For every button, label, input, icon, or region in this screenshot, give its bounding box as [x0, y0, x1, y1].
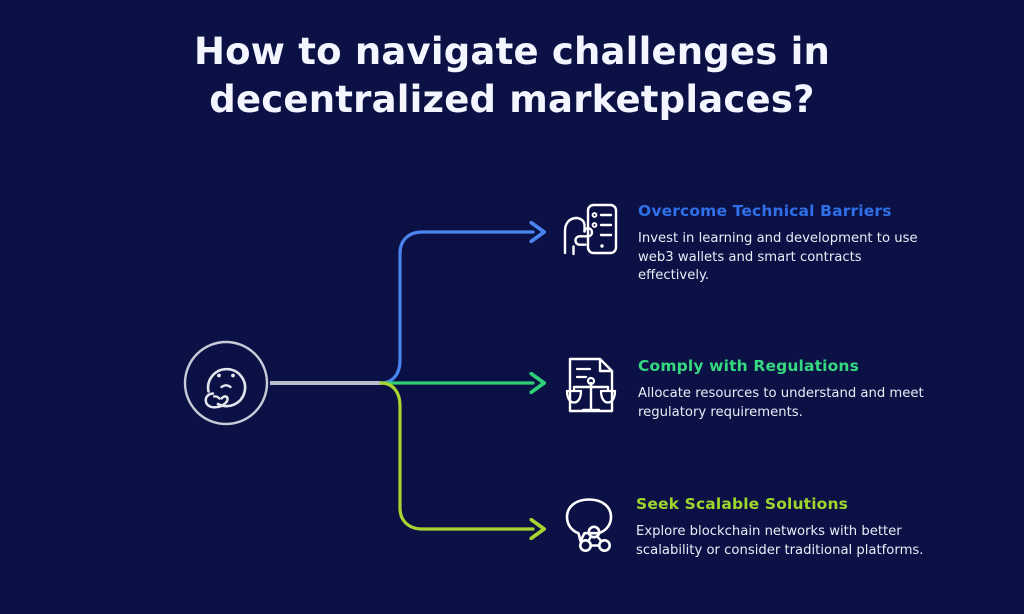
- thinking-face-in-circle-icon: [183, 340, 269, 426]
- branch-comply-with-regulations[interactable]: Comply with Regulations Allocate resourc…: [562, 355, 934, 422]
- page-title: How to navigate challenges in decentrali…: [193, 30, 830, 121]
- branch-icon-wrapper: [562, 200, 620, 262]
- branch-description: Allocate resources to understand and mee…: [638, 386, 924, 420]
- hub-node: [183, 340, 269, 426]
- speech-bubble-network-share-icon: [565, 498, 613, 552]
- branch-overcome-technical-barriers[interactable]: Overcome Technical Barriers Invest in le…: [562, 200, 934, 286]
- branch-description: Explore blockchain networks with better …: [636, 524, 924, 558]
- branch-icon-wrapper: [562, 355, 620, 417]
- branch-body: Comply with Regulations Allocate resourc…: [638, 355, 934, 422]
- branch-body: Overcome Technical Barriers Invest in le…: [638, 200, 934, 286]
- branch-heading: Comply with Regulations: [638, 357, 859, 375]
- branch-description: Invest in learning and development to us…: [638, 231, 918, 284]
- connector-line-branch-2: [379, 381, 547, 541]
- branch-heading: Seek Scalable Solutions: [636, 495, 849, 513]
- hand-tapping-phone-checklist-icon: [563, 203, 618, 256]
- branch-heading: Overcome Technical Barriers: [638, 202, 892, 220]
- branch-icon-wrapper: [558, 493, 624, 555]
- branch-body: Seek Scalable Solutions Explore blockcha…: [636, 493, 932, 560]
- document-with-scales-of-justice-icon: [565, 357, 617, 413]
- connector-line-branch-0: [379, 220, 547, 385]
- branch-seek-scalable-solutions[interactable]: Seek Scalable Solutions Explore blockcha…: [558, 493, 932, 560]
